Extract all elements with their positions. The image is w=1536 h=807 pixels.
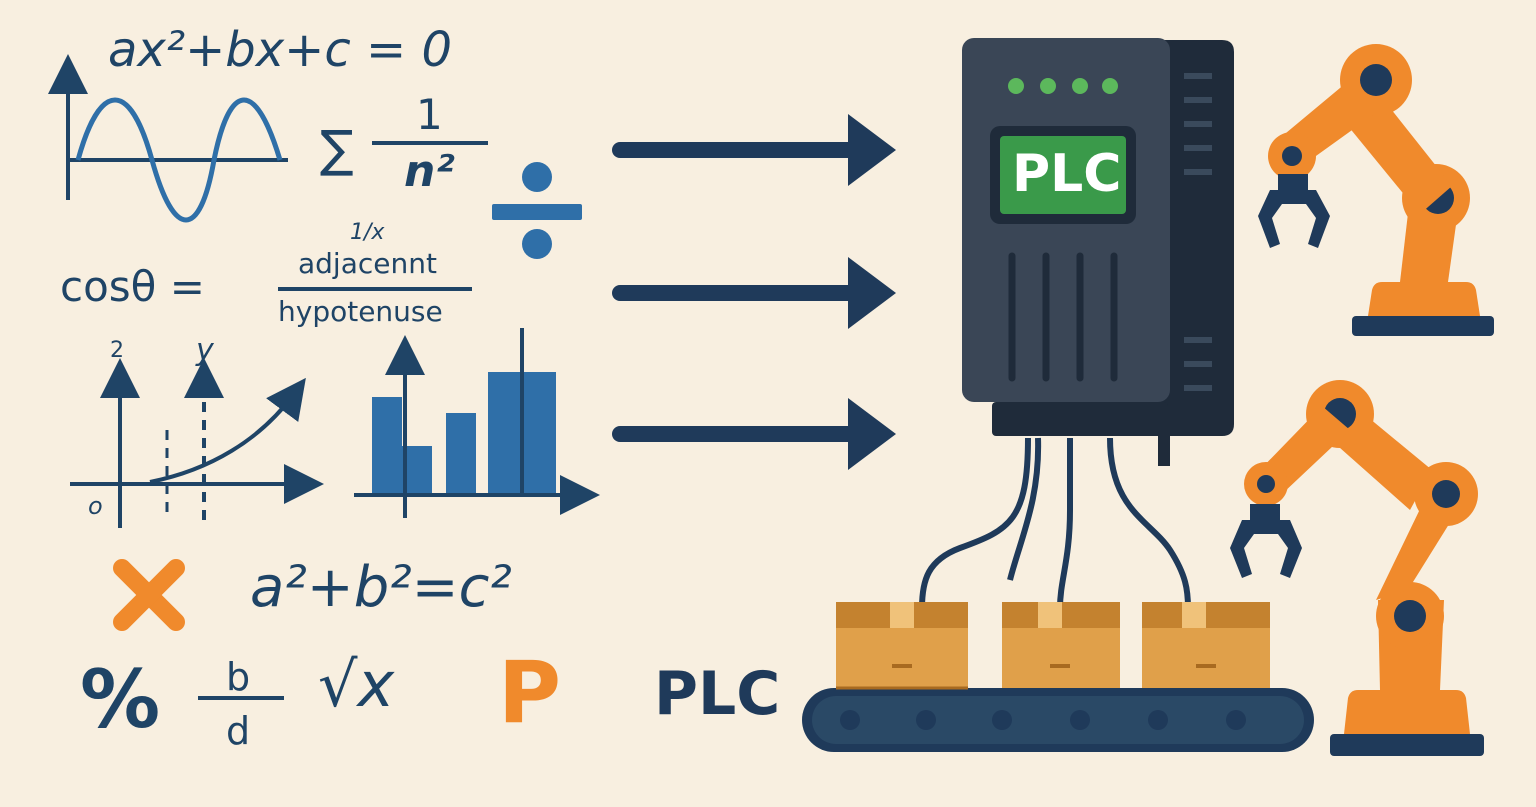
- sqrt-expression: √x: [318, 648, 395, 721]
- arrow-middle: [612, 257, 896, 329]
- sine-wave-graph: [48, 54, 288, 223]
- multiply-icon: [113, 559, 185, 631]
- arrow-bottom: [612, 398, 896, 470]
- p-symbol: P: [498, 643, 562, 743]
- box-3: [1142, 602, 1270, 688]
- robot-arm-top: [1258, 44, 1494, 336]
- box-2: [1002, 602, 1120, 688]
- percent-icon: %: [80, 653, 161, 746]
- frac-numerator: b: [226, 655, 251, 699]
- robot-arm-bottom: [1230, 380, 1484, 756]
- frac-denominator: d: [226, 709, 251, 753]
- pythagoras-equation: a²+b²=c²: [250, 555, 512, 620]
- box-1: [836, 602, 968, 690]
- plc-cables: [919, 437, 1191, 609]
- exponential-graph: [70, 358, 324, 528]
- graph-origin: o: [88, 492, 103, 520]
- graph-y-label: y: [196, 333, 214, 368]
- sum-numerator: 1: [416, 90, 443, 139]
- sum-denominator: n²: [404, 146, 455, 197]
- arrow-top: [612, 114, 896, 186]
- cos-numerator: adjacennt: [298, 247, 437, 280]
- bar-chart-icon: [354, 328, 600, 518]
- sum-symbol: ∑: [320, 120, 354, 178]
- cos-lhs: cosθ =: [60, 262, 205, 311]
- plc-display-label: PLC: [1012, 144, 1122, 204]
- plc-caption: PLC: [654, 659, 781, 729]
- conveyor-belt: [802, 688, 1314, 752]
- quadratic-equation: ax²+bx+c = 0: [108, 22, 453, 78]
- cos-denominator: hypotenuse: [278, 295, 443, 328]
- plc-device: [962, 38, 1234, 466]
- graph-y-tick: 2: [110, 338, 124, 363]
- cos-extra: 1/x: [350, 220, 385, 245]
- divide-icon: [492, 162, 582, 259]
